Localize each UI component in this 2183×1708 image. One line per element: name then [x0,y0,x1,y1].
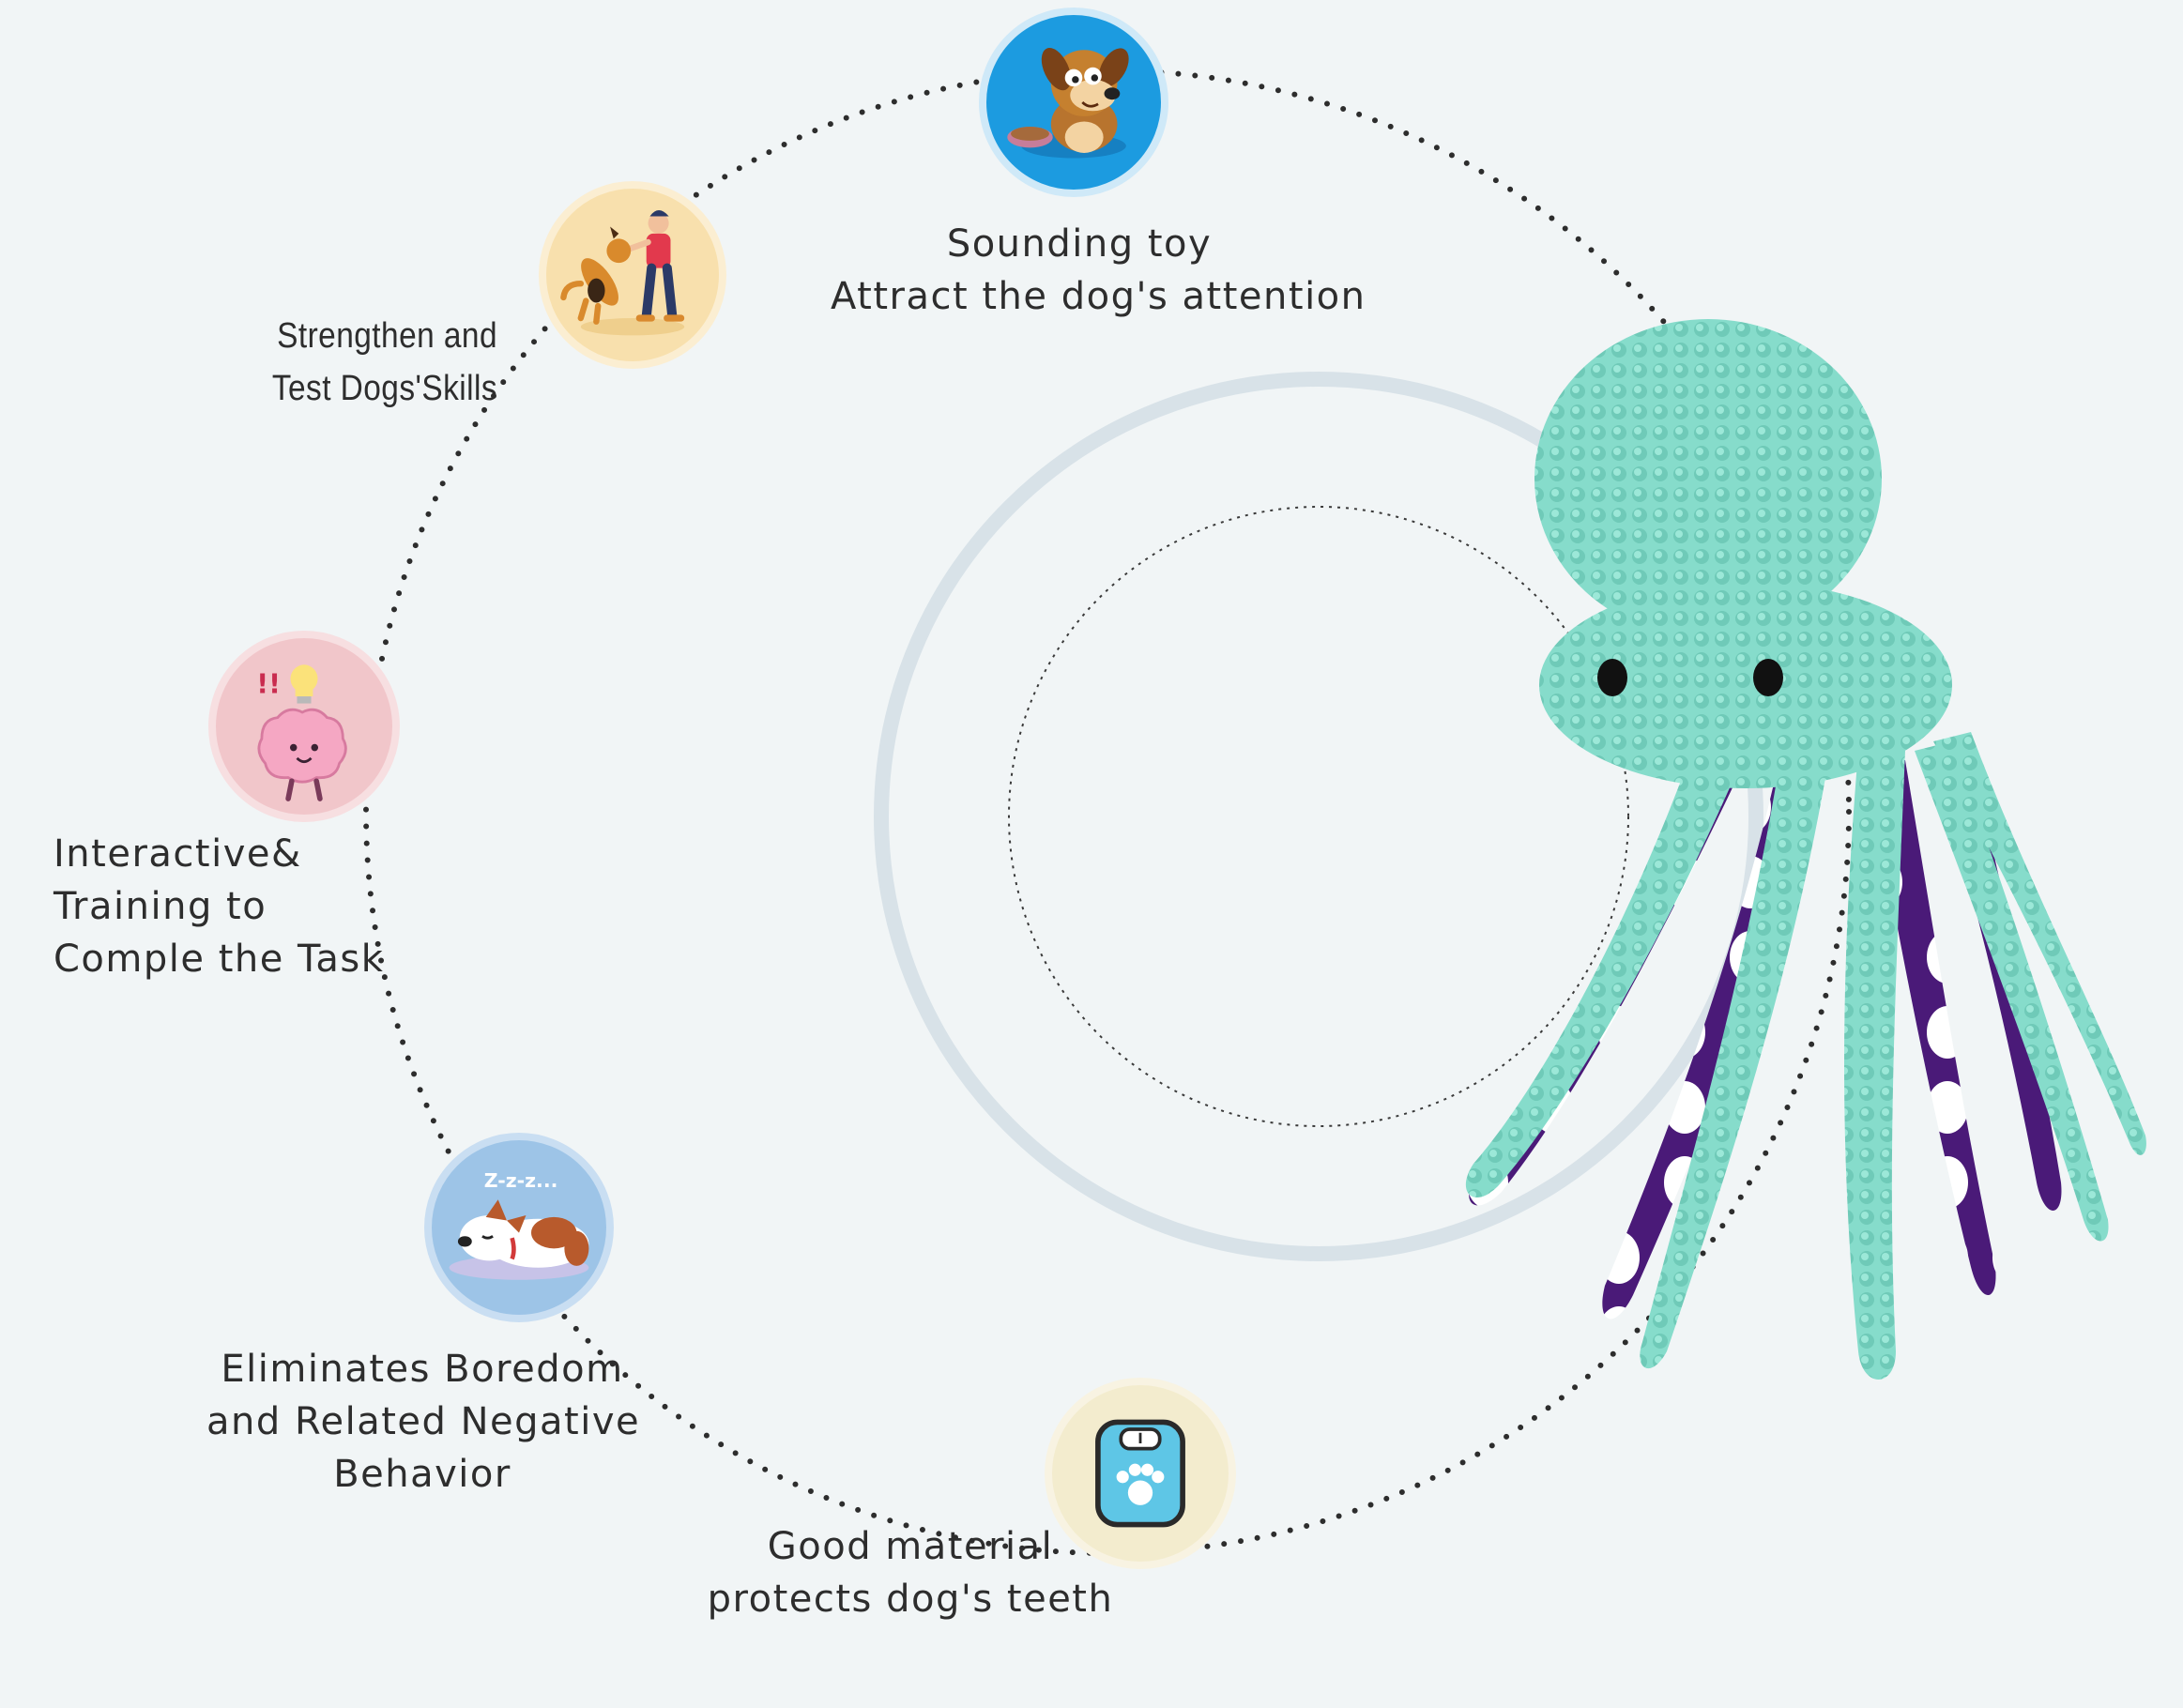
caption-skills: Strengthen and Test Dogs'Skills [200,310,497,415]
caption-line: protects dog's teeth [707,1578,1114,1621]
octopus-plush-toy-icon [1465,319,2146,1380]
dog-jumping-to-man-icon [539,181,726,369]
caption-line: Training to [53,885,267,928]
caption-line: Behavior [333,1453,511,1496]
caption-interactive: Interactive& Training to Comple the Task [53,828,391,985]
sleeping-dog-icon: Z-z-z... [424,1133,614,1322]
caption-material: Good material protects dog's teeth [676,1520,1145,1625]
caption-sounding: Sounding toy Attract the dog's attention [831,218,1366,323]
svg-text:Z-z-z...: Z-z-z... [484,1169,558,1192]
caption-line: and Related Negative [206,1400,641,1443]
caption-line: Strengthen and [277,316,497,356]
caption-line: Interactive& [53,832,302,876]
caption-line: Good material [767,1525,1054,1568]
brain-lightbulb-icon: !! [208,631,400,822]
caption-line: Test Dogs'Skills [271,369,497,408]
caption-line: Comple the Task [53,938,385,981]
caption-boredom: Eliminates Boredom and Related Negative … [206,1343,641,1501]
caption-line: Sounding toy [946,222,1213,266]
paw-scale-icon [1045,1378,1236,1569]
svg-text:!!: !! [256,668,281,699]
caption-line: Eliminates Boredom [221,1348,624,1391]
dog-with-bowl-icon [979,8,1168,197]
caption-line: Attract the dog's attention [831,275,1366,318]
